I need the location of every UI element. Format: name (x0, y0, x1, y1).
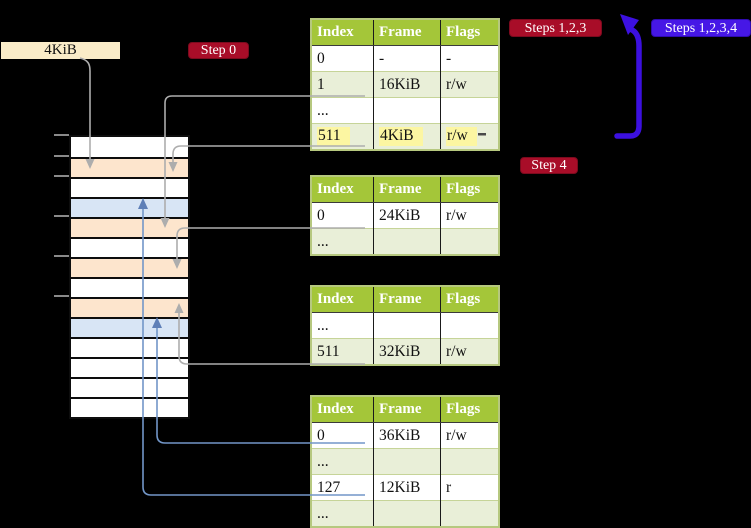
memory-row-5-table (71, 217, 188, 237)
address-tick (54, 175, 69, 177)
column-header-index: Index (311, 396, 374, 423)
cell-frame: 24KiB (373, 202, 441, 229)
badge-step-4: Step 4 (520, 157, 578, 174)
table-row: 127 12KiB r (311, 474, 499, 501)
cell-flags: r/w (440, 123, 499, 150)
table-header-row: Index Frame Flags (311, 286, 499, 313)
column-header-flags: Flags (440, 396, 499, 423)
cell-frame: 12KiB (373, 474, 441, 501)
badge-steps-1-2-3: Steps 1,2,3 (509, 19, 602, 37)
highlight-text: 511 (317, 127, 350, 146)
table-row: 511 32KiB r/w (311, 338, 499, 365)
cell-index: ... (311, 97, 374, 124)
cell-index: 0 (311, 422, 374, 449)
address-tick (54, 295, 69, 297)
arrow-loop-repeat-steps (614, 14, 642, 139)
cell-flags: r (440, 474, 499, 501)
column-header-index: Index (311, 286, 374, 313)
cell-frame (373, 312, 441, 339)
column-header-frame: Frame (373, 176, 441, 203)
column-header-flags: Flags (440, 176, 499, 203)
page-table-2: Index Frame Flags 0 24KiB r/w ... (310, 175, 500, 256)
memory-row-2-table (71, 157, 188, 177)
highlight-text: 4KiB (379, 127, 423, 146)
cell-index: 511 (311, 123, 374, 150)
cell-frame: 4KiB (373, 123, 441, 150)
column-header-frame: Frame (373, 19, 441, 46)
memory-row-1-free (71, 137, 188, 157)
cell-index: ... (311, 448, 374, 475)
cell-frame: - (373, 45, 441, 72)
cell-index: ... (311, 500, 374, 527)
frame-size-label: 4KiB (1, 42, 120, 59)
cell-frame: 36KiB (373, 422, 441, 449)
page-table-1: Index Frame Flags 0 - - 1 16KiB r/w ... … (310, 18, 500, 151)
cell-frame (373, 448, 441, 475)
cell-frame (373, 97, 441, 124)
cell-flags: - (440, 45, 499, 72)
table-row: ... (311, 500, 499, 527)
cell-flags (440, 500, 499, 527)
cell-index: 0 (311, 202, 374, 229)
memory-row-11-free (71, 337, 188, 357)
badge-step-0: Step 0 (188, 42, 249, 59)
cell-frame: 16KiB (373, 71, 441, 98)
address-tick (54, 134, 69, 136)
table-row: 0 36KiB r/w (311, 422, 499, 449)
cell-flags (440, 228, 499, 255)
column-header-flags: Flags (440, 286, 499, 313)
cell-flags (440, 448, 499, 475)
cell-flags (440, 97, 499, 124)
cell-flags: r/w (440, 71, 499, 98)
memory-row-14-free (71, 397, 188, 417)
table-header-row: Index Frame Flags (311, 19, 499, 46)
cell-flags: r/w (440, 338, 499, 365)
page-table-4: Index Frame Flags 0 36KiB r/w ... 127 12… (310, 395, 500, 528)
column-header-flags: Flags (440, 19, 499, 46)
highlight-text: r/w (446, 127, 477, 146)
memory-row-13-free (71, 377, 188, 397)
cell-index: 0 (311, 45, 374, 72)
cell-index: 511 (311, 338, 374, 365)
table-row: 0 - - (311, 45, 499, 72)
physical-memory-column (69, 135, 190, 419)
table-row: ... (311, 97, 499, 124)
address-tick (54, 215, 69, 217)
memory-row-6-free (71, 237, 188, 257)
table-header-row: Index Frame Flags (311, 176, 499, 203)
cell-index: ... (311, 312, 374, 339)
cell-frame (373, 228, 441, 255)
cell-frame: 32KiB (373, 338, 441, 365)
memory-row-3-free (71, 177, 188, 197)
badge-steps-1-2-3-4: Steps 1,2,3,4 (651, 19, 751, 37)
table-row: 1 16KiB r/w (311, 71, 499, 98)
cell-index: ... (311, 228, 374, 255)
address-tick (54, 155, 69, 157)
memory-row-9-table (71, 297, 188, 317)
memory-row-10-page (71, 317, 188, 337)
column-header-frame: Frame (373, 396, 441, 423)
memory-row-8-free (71, 277, 188, 297)
memory-row-7-table (71, 257, 188, 277)
table-row-highlighted: 511 4KiB r/w (311, 123, 499, 150)
table-row: ... (311, 312, 499, 339)
cell-flags (440, 312, 499, 339)
table-row: ... (311, 228, 499, 255)
cell-index: 127 (311, 474, 374, 501)
cell-flags: r/w (440, 202, 499, 229)
cell-index: 1 (311, 71, 374, 98)
cell-flags: r/w (440, 422, 499, 449)
page-table-3: Index Frame Flags ... 511 32KiB r/w (310, 285, 500, 366)
table-row: ... (311, 448, 499, 475)
address-tick (54, 255, 69, 257)
column-header-index: Index (311, 19, 374, 46)
cell-frame (373, 500, 441, 527)
table-header-row: Index Frame Flags (311, 396, 499, 423)
column-header-index: Index (311, 176, 374, 203)
column-header-frame: Frame (373, 286, 441, 313)
table-row: 0 24KiB r/w (311, 202, 499, 229)
memory-row-4-page (71, 197, 188, 217)
memory-row-12-free (71, 357, 188, 377)
